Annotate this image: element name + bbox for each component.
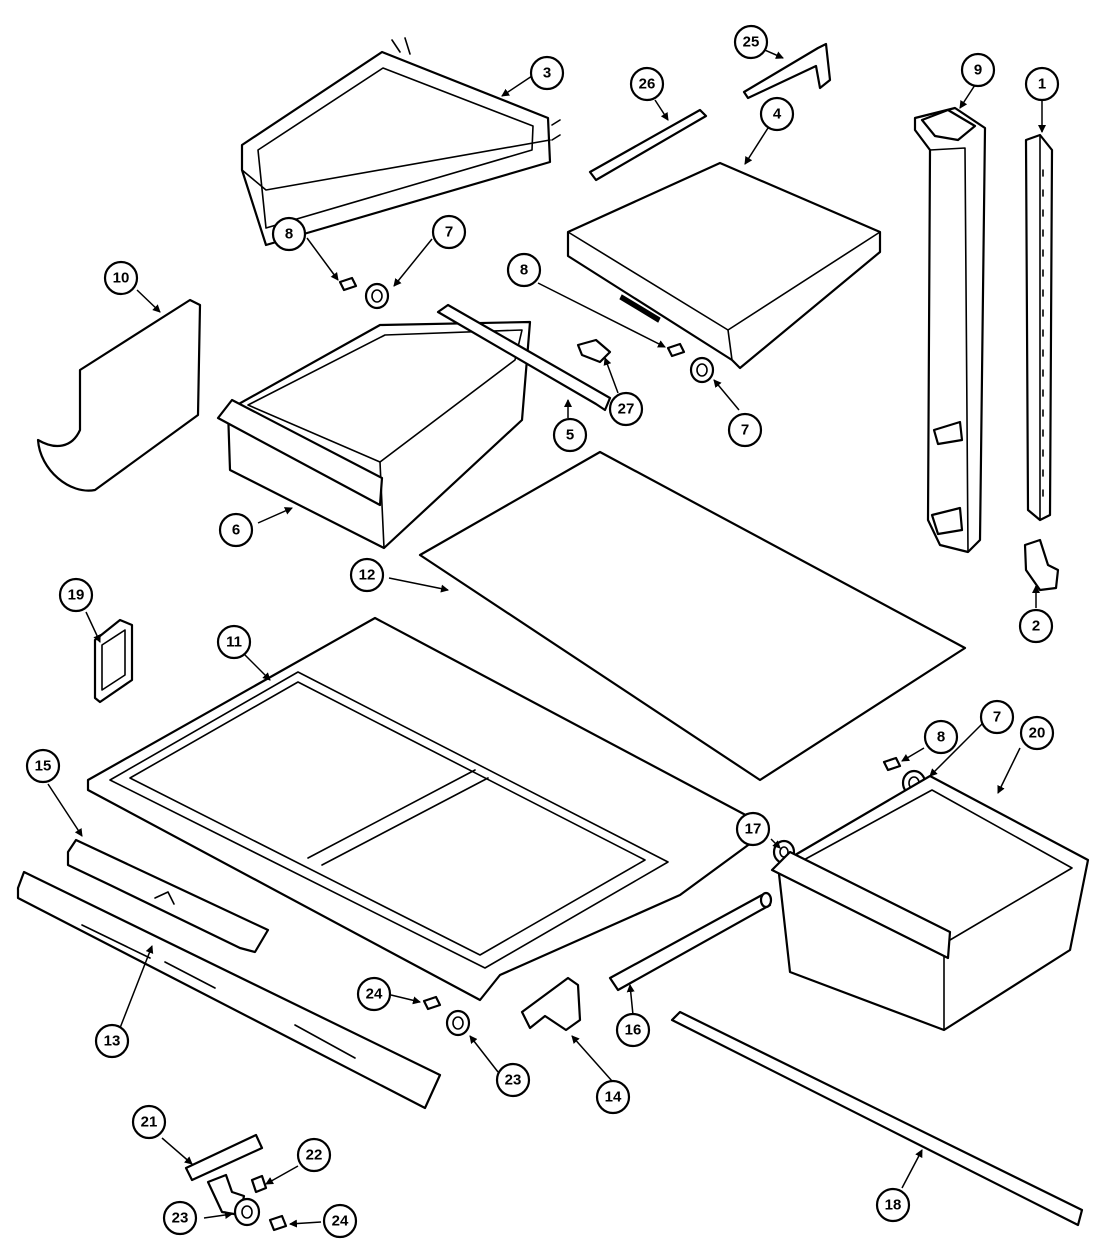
callout-13: 13 [94, 1023, 130, 1059]
svg-text:17: 17 [745, 821, 762, 838]
svg-text:16: 16 [625, 1022, 642, 1039]
callout-10: 10 [103, 260, 139, 296]
svg-text:8: 8 [520, 262, 528, 279]
svg-text:20: 20 [1029, 725, 1046, 742]
svg-text:22: 22 [306, 1147, 323, 1164]
part-5-rail [436, 303, 612, 412]
svg-text:7: 7 [993, 709, 1001, 726]
callout-26: 26 [629, 66, 665, 102]
part-8-screw-upper-left [338, 276, 358, 292]
part-23-roller-lower [233, 1197, 261, 1227]
callout-4: 4 [759, 96, 795, 132]
callout-2: 2 [1018, 608, 1054, 644]
part-8-screw-right [882, 756, 902, 772]
callout-1: 1 [1024, 66, 1060, 102]
part-24-screw-upper [422, 995, 442, 1011]
svg-text:24: 24 [366, 986, 383, 1003]
part-20-bin [770, 774, 1090, 1032]
callout-12: 12 [349, 557, 385, 593]
callout-21: 21 [131, 1104, 167, 1140]
svg-text:6: 6 [232, 522, 240, 539]
callout-7-right: 7 [979, 699, 1015, 735]
part-15-front-trim [66, 838, 270, 954]
svg-text:5: 5 [566, 427, 574, 444]
svg-text:18: 18 [885, 1197, 902, 1214]
callout-20: 20 [1019, 715, 1055, 751]
callout-27: 27 [608, 391, 644, 427]
part-19-control [93, 618, 134, 704]
leader-lines [47, 47, 1046, 1228]
callout-19: 19 [58, 577, 94, 613]
part-9-channel [913, 106, 987, 554]
callout-24-upper: 24 [356, 976, 392, 1012]
svg-text:8: 8 [285, 226, 293, 243]
part-1-slotted-rail [1024, 133, 1054, 522]
callout-17: 17 [735, 811, 771, 847]
callout-25: 25 [733, 24, 769, 60]
part-16-tube [608, 891, 773, 992]
callout-8-right: 8 [923, 719, 959, 755]
part-23-roller-upper [445, 1009, 471, 1037]
callout-9: 9 [960, 52, 996, 88]
part-27-latch [576, 338, 612, 364]
svg-text:1: 1 [1038, 76, 1046, 93]
part-11-crisper-frame [86, 616, 757, 1002]
part-8-screw-center [666, 342, 686, 358]
svg-text:24: 24 [332, 1213, 349, 1230]
svg-text:26: 26 [639, 76, 656, 93]
callout-14: 14 [595, 1079, 631, 1115]
part-2-clip [1023, 538, 1060, 592]
part-21-hinge [184, 1133, 264, 1217]
svg-text:23: 23 [172, 1210, 189, 1227]
callout-23-upper: 23 [495, 1062, 531, 1098]
part-14-bracket [520, 976, 582, 1032]
svg-text:25: 25 [743, 34, 760, 51]
svg-text:7: 7 [445, 224, 453, 241]
part-7-roller-center [689, 356, 715, 384]
callout-24-lower: 24 [322, 1203, 358, 1239]
callout-8-center: 8 [506, 252, 542, 288]
callout-5: 5 [552, 417, 588, 453]
callout-11: 11 [216, 624, 252, 660]
svg-text:4: 4 [773, 106, 782, 123]
part-12-glass-panel [418, 450, 967, 782]
callout-7-center: 7 [727, 412, 763, 448]
svg-text:27: 27 [618, 401, 635, 418]
svg-text:12: 12 [359, 567, 376, 584]
callout-23-lower: 23 [162, 1200, 198, 1236]
callout-15: 15 [25, 748, 61, 784]
callout-22: 22 [296, 1137, 332, 1173]
part-13-grille [16, 870, 442, 1110]
svg-text:15: 15 [35, 758, 52, 775]
part-26-trim-strip [588, 108, 708, 182]
callout-7-upper-left: 7 [431, 214, 467, 250]
svg-text:13: 13 [104, 1033, 121, 1050]
svg-text:23: 23 [505, 1072, 522, 1089]
svg-text:9: 9 [974, 62, 982, 79]
part-10-deflector [36, 298, 202, 492]
part-6-drawer [216, 320, 532, 550]
svg-text:21: 21 [141, 1114, 158, 1131]
callout-18: 18 [875, 1187, 911, 1223]
part-4-crisper-cover [566, 161, 882, 370]
callout-6: 6 [218, 512, 254, 548]
callout-3: 3 [529, 55, 565, 91]
svg-text:3: 3 [543, 65, 551, 82]
svg-text:7: 7 [741, 422, 749, 439]
part-22-screw [250, 1174, 268, 1194]
part-18-rod [670, 1010, 1084, 1227]
svg-text:8: 8 [937, 729, 945, 746]
svg-text:14: 14 [605, 1089, 622, 1106]
svg-text:19: 19 [68, 587, 85, 604]
part-24-screw-lower [268, 1214, 288, 1232]
part-7-roller-upper-left [364, 282, 390, 310]
part-25-bracket [742, 42, 832, 100]
svg-text:2: 2 [1032, 618, 1040, 635]
callout-16: 16 [615, 1012, 651, 1048]
callout-8-upper-left: 8 [271, 216, 307, 252]
part-3-glass-shelf [240, 37, 561, 247]
svg-text:10: 10 [113, 270, 130, 287]
svg-text:11: 11 [226, 634, 242, 651]
